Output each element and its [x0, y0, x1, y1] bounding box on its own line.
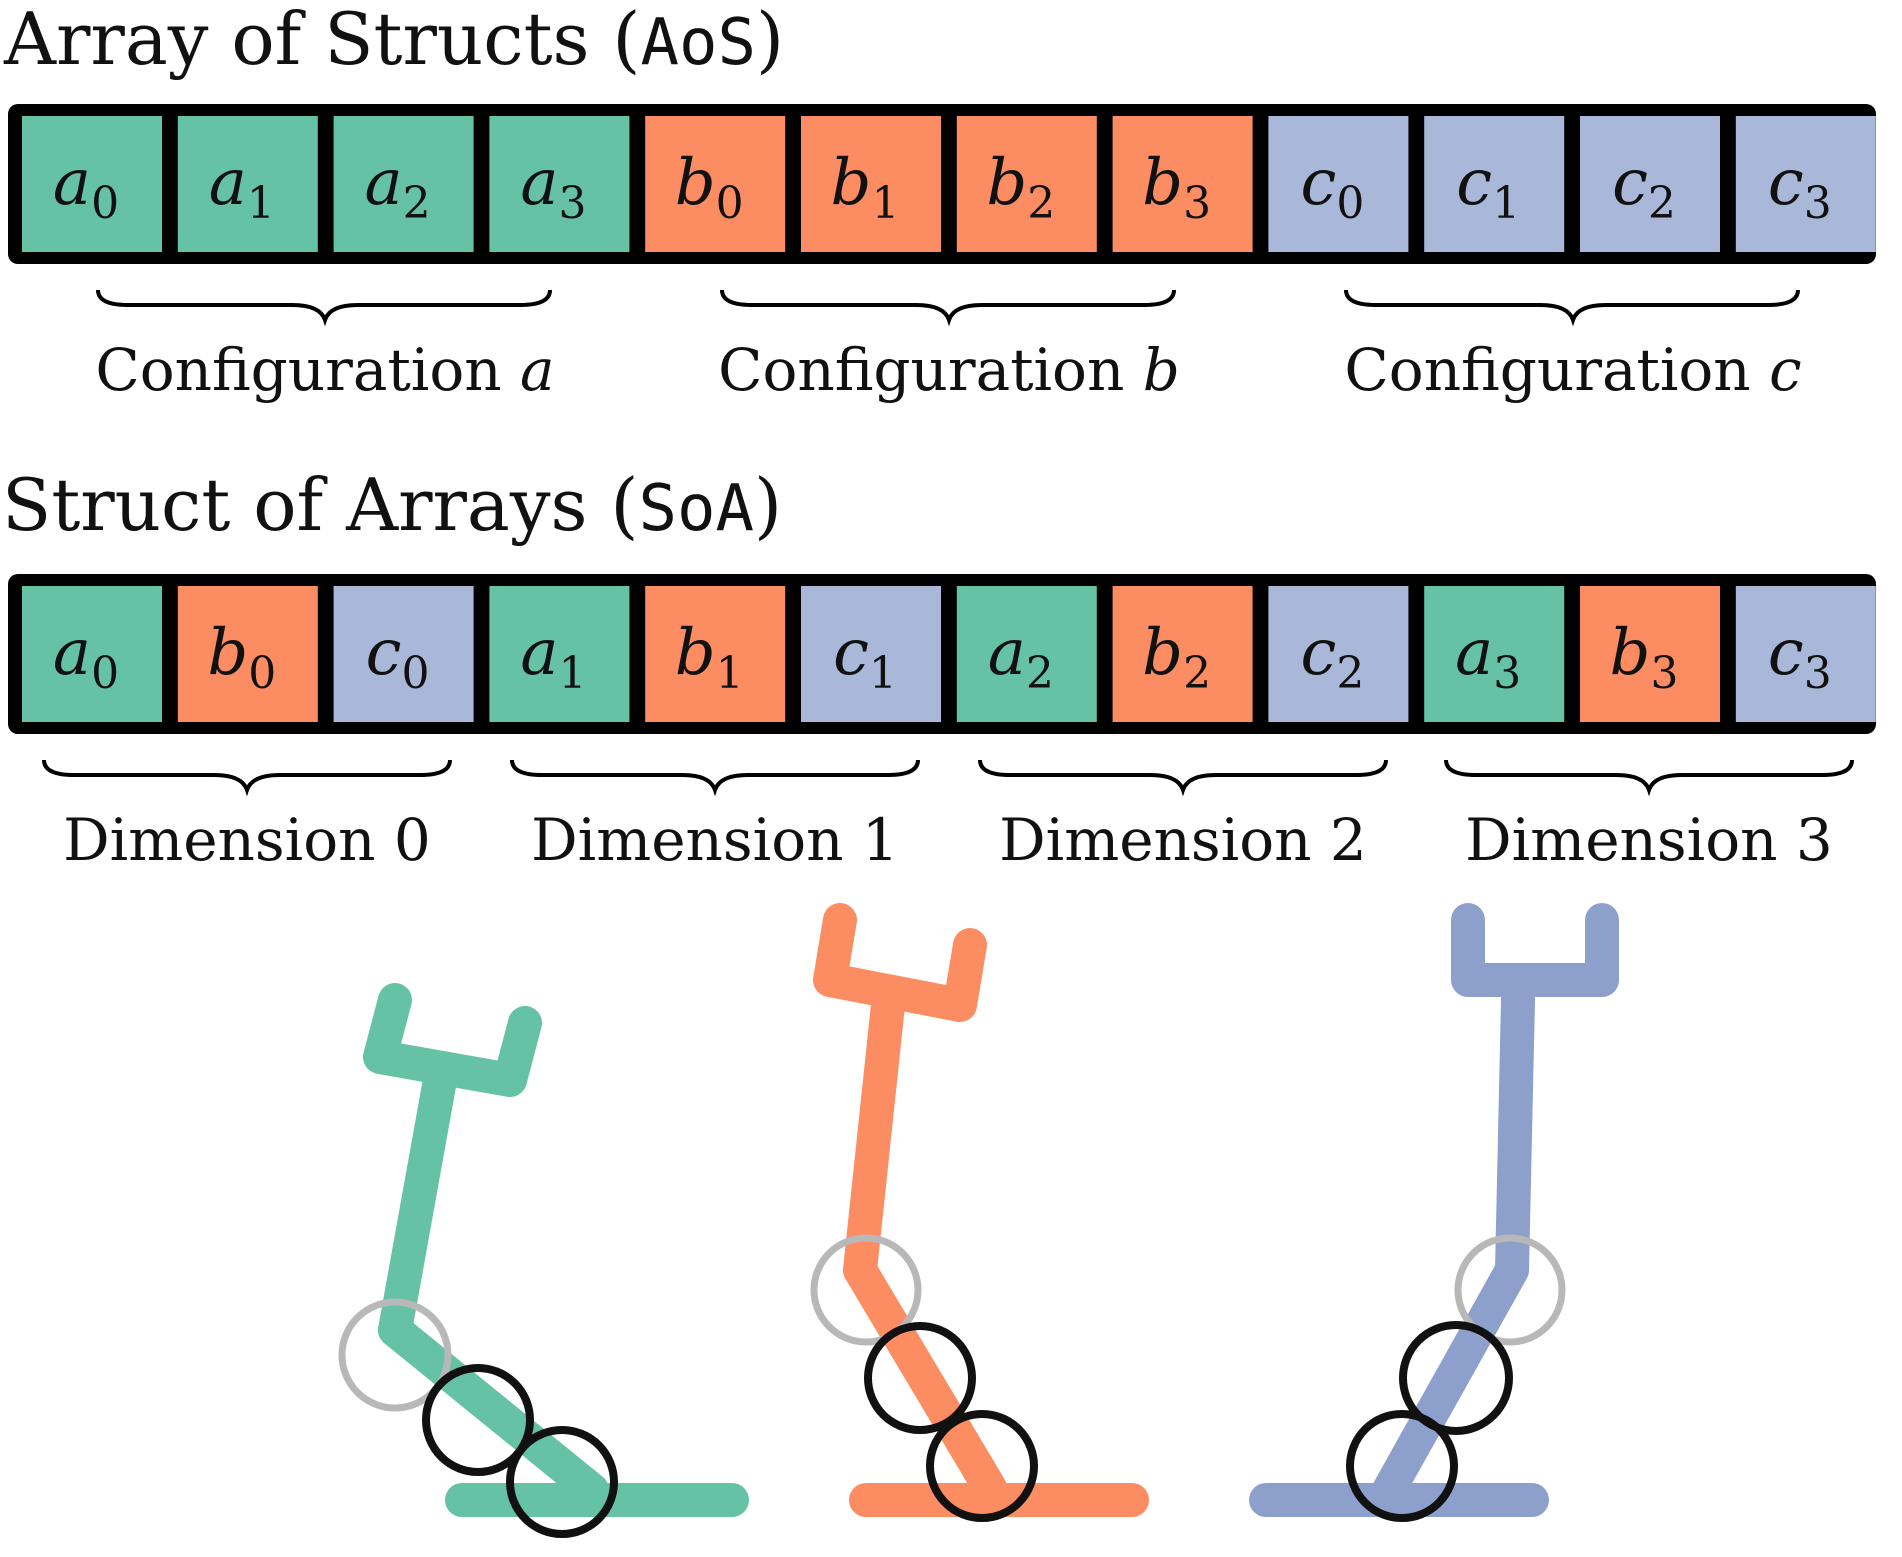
robot-b-joint-collision-sphere — [810, 1234, 922, 1346]
robot-c-collision-sphere-1 — [1399, 1321, 1513, 1435]
robot-b-collision-sphere-2 — [926, 1410, 1038, 1522]
aos-cell-a1 — [177, 116, 318, 252]
config-a-label: Configuration a — [95, 336, 554, 404]
soa-braces — [42, 759, 1854, 797]
soa-cell-b0 — [177, 586, 318, 722]
aos-cell-label-b1: b1 — [831, 146, 900, 229]
soa-cell-c0 — [333, 586, 474, 722]
soa-title: Struct of Arrays (SoA) — [2, 463, 782, 547]
robot-a-collision-sphere-2 — [506, 1426, 618, 1538]
brace-config-b — [720, 289, 1176, 327]
config-c-label: Configuration c — [1344, 336, 1801, 404]
soa-cell-a3 — [1424, 586, 1565, 722]
aos-cell-label-b2: b2 — [986, 146, 1055, 229]
aos-cell-label-a3: a3 — [520, 146, 586, 229]
aos-cell-label-a0: a0 — [53, 146, 119, 229]
aos-cell-label-a1: a1 — [209, 146, 275, 229]
robot-c-collision-sphere-2 — [1346, 1410, 1458, 1522]
soa-cell-label-b0: b0 — [207, 616, 276, 699]
robot-a-joint-collision-sphere — [338, 1298, 452, 1412]
aos-cell-label-c1: c1 — [1456, 146, 1520, 229]
robot-c-gripper — [1451, 903, 1619, 997]
aos-array-frame — [8, 104, 1876, 264]
robot-c-lower-link — [1373, 1253, 1529, 1505]
robot-config-a — [338, 983, 749, 1538]
soa-cell-c2 — [1268, 586, 1409, 722]
soa-cell-label-b2: b2 — [1142, 616, 1211, 699]
soa-array-frame — [8, 574, 1876, 734]
aos-title: Array of Structs (AoS) — [3, 0, 784, 81]
brace-dimension-3 — [1444, 759, 1854, 797]
aos-cell-b3 — [1112, 116, 1253, 252]
aos-cell-b1 — [801, 116, 941, 252]
soa-cell-label-a2: a2 — [988, 616, 1054, 699]
soa-cell-c3 — [1735, 586, 1876, 722]
brace-config-a — [96, 289, 552, 327]
soa-cell-label-a3: a3 — [1455, 616, 1521, 699]
soa-cell-label-b1: b1 — [675, 616, 744, 699]
robot-b-lower-link — [843, 1253, 1007, 1505]
robot-b-gripper — [813, 903, 987, 1022]
config-b-label: Configuration b — [718, 336, 1180, 404]
soa-cell-b1 — [645, 586, 786, 722]
aos-cell-label-c0: c0 — [1300, 146, 1364, 229]
aos-cell-label-c3: c3 — [1768, 146, 1832, 229]
aos-braces — [96, 289, 1800, 327]
aos-cell-a3 — [489, 116, 630, 252]
aos-cell-b2 — [956, 116, 1097, 252]
robot-c-upper-link — [1495, 983, 1535, 1287]
soa-cell-label-a1: a1 — [520, 616, 586, 699]
brace-dimension-2 — [978, 759, 1388, 797]
soa-cell-label-c2: c2 — [1300, 616, 1364, 699]
soa-cell-label-c1: c1 — [833, 616, 897, 699]
robot-c-joint-collision-sphere — [1454, 1234, 1566, 1346]
dimension-1-label: Dimension 1 — [531, 806, 899, 874]
brace-config-c — [1344, 289, 1800, 327]
aos-cell-label-b3: b3 — [1142, 146, 1211, 229]
brace-dimension-1 — [510, 759, 920, 797]
soa-cell-a1 — [489, 586, 630, 722]
robot-a-upper-link — [378, 1063, 457, 1347]
dimension-3-label: Dimension 3 — [1465, 806, 1833, 874]
robot-b-collision-sphere-1 — [864, 1322, 976, 1434]
soa-cell-c1 — [801, 586, 941, 722]
aos-cell-label-c2: c2 — [1612, 146, 1676, 229]
aos-cell-c3 — [1735, 116, 1876, 252]
aos-cell-c1 — [1424, 116, 1565, 252]
robot-a-lower-link — [378, 1313, 609, 1507]
soa-cell-b2 — [1112, 586, 1253, 722]
soa-cell-label-a0: a0 — [53, 616, 119, 699]
soa-cell-a2 — [956, 586, 1097, 722]
robot-b-upper-link — [843, 988, 905, 1287]
aos-cell-c2 — [1580, 116, 1720, 252]
robot-a-collision-sphere-1 — [422, 1364, 534, 1476]
aos-cell-b0 — [645, 116, 786, 252]
aos-cell-a2 — [333, 116, 474, 252]
aos-cell-c0 — [1268, 116, 1409, 252]
aos-cell-label-a2: a2 — [365, 146, 431, 229]
soa-cell-label-c0: c0 — [366, 616, 430, 699]
robot-config-c — [1249, 903, 1619, 1522]
dimension-2-label: Dimension 2 — [999, 806, 1367, 874]
robot-config-b — [810, 903, 1149, 1522]
soa-cell-label-b3: b3 — [1610, 616, 1679, 699]
soa-cell-a0 — [22, 586, 162, 722]
dimension-0-label: Dimension 0 — [63, 806, 431, 874]
soa-cells: a0 b0 c0 a1 b1 c1 a2 b2 c2 a3 b3 c3 — [22, 586, 1876, 722]
aos-cell-a0 — [22, 116, 162, 252]
soa-cell-label-c3: c3 — [1768, 616, 1832, 699]
robot-a-gripper — [363, 983, 542, 1097]
aos-cell-label-b0: b0 — [675, 146, 744, 229]
soa-cell-b3 — [1580, 586, 1720, 722]
aos-cells: a0 a1 a2 a3 b0 b1 b2 b3 c0 c1 c2 c3 — [22, 116, 1876, 252]
brace-dimension-0 — [42, 759, 452, 797]
